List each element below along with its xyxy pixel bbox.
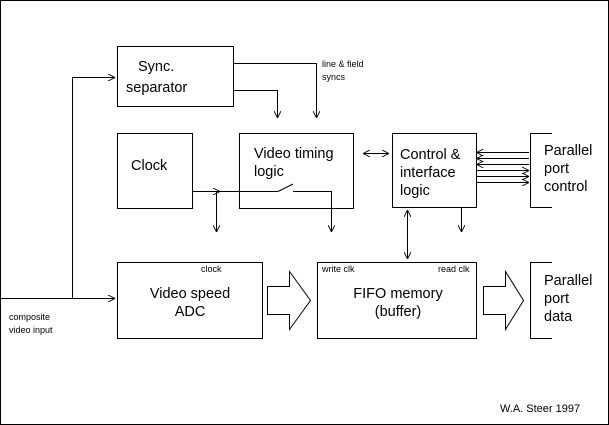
parallel-data-line3: data xyxy=(544,309,573,325)
input-label-line2: video input xyxy=(9,325,53,335)
read-clk-label: read clk xyxy=(438,264,470,274)
fifo-to-port-arrow xyxy=(483,269,525,332)
fifo-line2: (buffer) xyxy=(375,304,421,320)
parallel-control-line2: port xyxy=(544,161,569,177)
control-line1: Control & xyxy=(400,147,461,163)
sync-arrow-1 xyxy=(233,90,278,118)
parallel-port-data-block xyxy=(530,262,552,339)
sync-arrow-2 xyxy=(233,63,317,118)
video-timing-block xyxy=(239,133,354,209)
syncs-label-line1: line & field xyxy=(322,59,364,69)
parallel-data-line2: port xyxy=(544,291,569,307)
adc-line2: ADC xyxy=(175,304,206,320)
parallel-port-control-block xyxy=(530,133,552,208)
sync-separator-line2: separator xyxy=(126,80,187,96)
adc-line1: Video speed xyxy=(150,286,230,302)
sync-separator-block xyxy=(117,46,234,107)
video-timing-line2: logic xyxy=(254,164,284,180)
parallel-control-line1: Parallel xyxy=(544,143,592,159)
clock-tap-label: clock xyxy=(201,264,222,274)
parallel-control-line3: control xyxy=(544,179,588,195)
control-interface-block xyxy=(392,133,477,208)
clock-label: Clock xyxy=(131,158,168,174)
adc-to-fifo-arrow xyxy=(267,269,312,332)
switch-blade xyxy=(277,183,294,192)
fifo-block xyxy=(317,262,477,339)
clock-block xyxy=(117,133,193,209)
write-clk-label: write clk xyxy=(321,264,355,274)
parallel-data-line1: Parallel xyxy=(544,273,592,289)
sync-separator-line1: Sync. xyxy=(138,59,174,75)
control-line3: logic xyxy=(400,183,430,199)
input-label-line1: composite xyxy=(9,312,50,322)
fifo-line1: FIFO memory xyxy=(353,286,443,302)
syncs-label-line2: syncs xyxy=(322,72,346,82)
video-timing-line1: Video timing xyxy=(254,146,334,162)
control-line2: interface xyxy=(400,165,456,181)
adc-block xyxy=(117,262,263,339)
credit-label: W.A. Steer 1997 xyxy=(500,403,580,415)
